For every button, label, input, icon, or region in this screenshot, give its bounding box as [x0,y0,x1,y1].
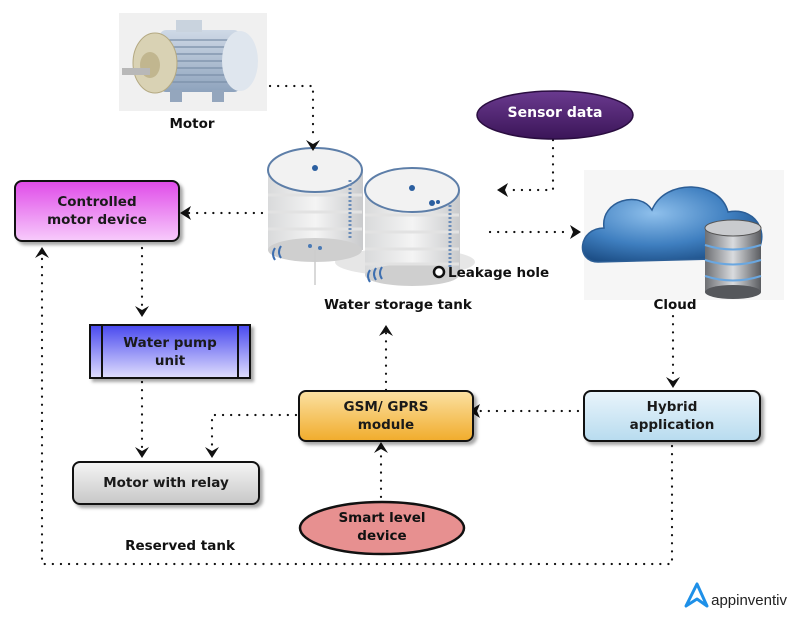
appinventiv-logo: appinventiv [711,592,787,609]
smart-level-device-label-line2: device [357,528,407,544]
arrowhead-down-icon [135,306,149,317]
pump-right-bar [237,326,239,377]
motor-image [119,13,267,111]
cloud-label: Cloud [653,297,697,313]
connector-gsm-to-relay [210,413,298,454]
cloud-database-image [581,170,784,300]
water-pump-unit-label-line1: Water pump [123,334,217,351]
leakage-hole-marker [432,265,446,279]
controlled-motor-device-label-line1: Controlled [57,194,137,210]
controlled-motor-device-label-line2: motor device [47,212,147,228]
controlled-motor-device-node[interactable]: Controlled motor device [14,180,180,242]
smart-level-device-node[interactable] [298,500,466,556]
reserved-tank-label: Reserved tank [125,538,235,554]
arrowhead-down-icon [306,140,320,151]
gsm-gprs-module-label-line1: GSM/ GPRS [343,399,429,415]
arrowhead-up-icon [379,325,393,336]
gsm-gprs-module-label-line2: module [357,417,415,433]
arrowhead-up-icon [35,247,49,258]
connector-sensor-to-tank [504,138,555,192]
hybrid-application-label-line2: application [629,417,715,433]
appinventiv-logo-text: appinventiv [711,592,787,609]
water-pump-unit-node[interactable]: Water pump unit [89,324,251,379]
sensor-data-label: Sensor data [507,105,603,121]
sensor-data-node[interactable] [476,90,634,140]
smart-level-device-label: Smart level device [300,509,464,545]
arrowhead-left-icon [497,183,508,197]
water-tanks-image [267,147,475,286]
water-pump-unit-label-line2: unit [154,352,186,369]
arrowhead-down-icon [135,447,149,458]
motor-with-relay-node[interactable]: Motor with relay [72,461,260,505]
pump-left-bar [101,326,103,377]
arrowhead-down-icon [666,377,680,388]
connector-lines [40,84,675,566]
hybrid-application-node[interactable]: Hybrid application [583,390,761,442]
arrowhead-left-icon [180,206,191,220]
arrowhead-up-icon [374,442,388,453]
connector-motor-to-tank [268,84,315,140]
water-storage-tank-label: Water storage tank [324,297,472,313]
appinventiv-logo-icon [684,582,709,608]
motor-with-relay-label: Motor with relay [103,475,229,491]
hybrid-application-label-line1: Hybrid [646,399,698,415]
gsm-gprs-module-node[interactable]: GSM/ GPRS module [298,390,474,442]
arrowhead-right-icon [570,225,581,239]
smart-level-device-label-line1: Smart level [338,510,426,526]
motor-label: Motor [169,116,215,132]
arrowhead-left-icon [469,404,480,418]
arrowheads [35,140,680,458]
leakage-hole-label: Leakage hole [448,265,550,281]
arrowhead-down-icon [205,447,219,458]
